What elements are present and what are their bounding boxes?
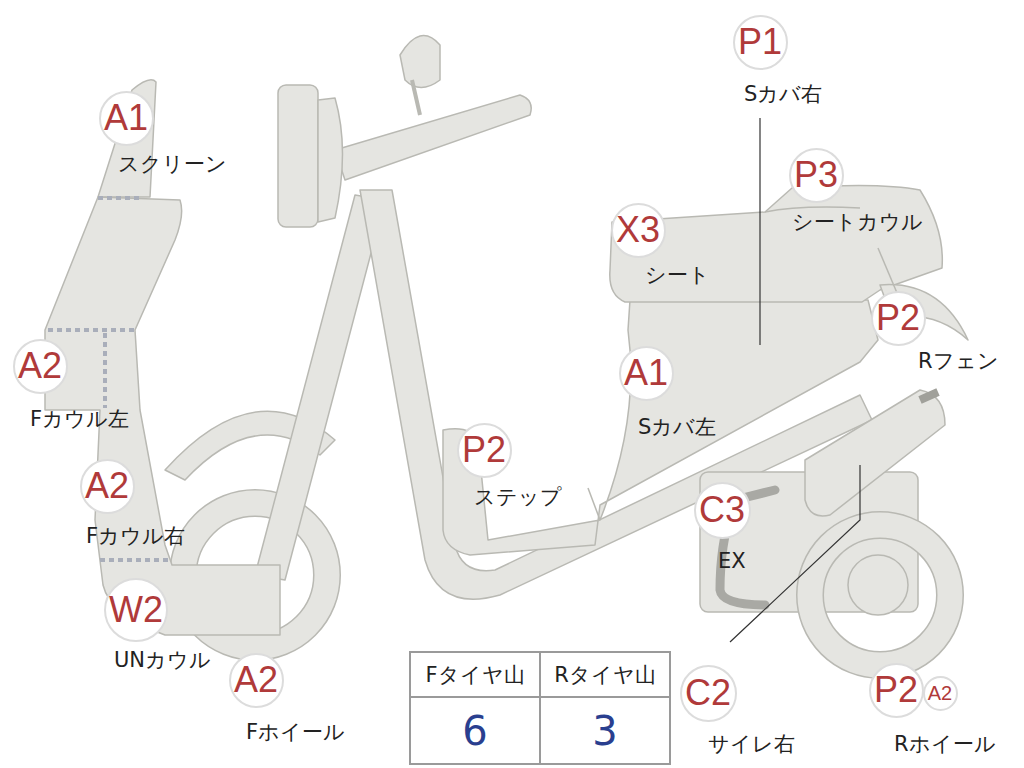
table-cell: Rタイヤ山 [554,664,656,687]
part-name: UNカウル [114,649,211,672]
leader-line [730,465,860,642]
callout-code: A2 [85,468,129,504]
part-name: EX [718,550,746,573]
part-name: Sカバ右 [744,83,822,106]
callout-circle: A1 [619,346,674,401]
part-separator [98,196,140,200]
mirror [400,36,440,88]
front-fork [255,195,385,580]
callout-code: X3 [616,212,660,248]
rear-wheel-outline [810,525,950,665]
callout-circle: A1 [99,91,154,146]
part-name: ステップ [474,486,562,509]
mirror-stem [412,80,420,115]
callout-code: P2 [874,672,918,708]
callout-circle: P1 [733,15,788,70]
silencer-tip [920,392,938,400]
part-name: Rフェン [918,350,999,373]
callout-circle: C3 [694,482,751,539]
part-name: Fホイール [246,721,345,744]
table-cell: 3 [592,709,617,753]
callout-circle: X3 [611,203,666,258]
step-seam [588,488,600,520]
table-cell: 6 [462,709,487,753]
callout-code: C3 [699,492,745,528]
callout-code: P2 [462,432,506,468]
callout-code: P2 [876,300,920,336]
part-name: Sカバ左 [638,416,716,439]
rear-wheel [810,525,950,665]
callout-circle: P2 [457,423,512,478]
callout-code: A2 [928,683,952,703]
handlebar [335,95,531,180]
silencer [805,390,945,516]
callout-circle: A2 [13,339,68,394]
callout-circle: C2 [680,665,737,722]
part-name: Fカウル左 [30,408,129,431]
headlight-front [278,85,318,227]
callout-circle: A2 [229,653,284,708]
callout-circle: A2 [923,676,958,711]
part-separator [103,333,107,408]
callout-circle: A2 [80,459,135,514]
part-name: シート [645,264,710,287]
callout-code: A1 [104,100,148,136]
headlight-body [318,98,343,222]
part-name: スクリーン [118,153,227,176]
part-name: Fカウル右 [86,525,185,548]
callout-code: P3 [794,157,838,193]
callout-circle: P3 [789,148,844,203]
leader-line [759,118,760,345]
part-name: Rホイール [894,733,996,756]
callout-code: W2 [109,592,163,628]
screen [98,80,156,197]
callout-code: C2 [685,675,731,711]
rear-hub [848,555,908,615]
table-rule [539,652,541,764]
table-cell: Fタイヤ山 [425,664,524,687]
part-name: サイレ右 [708,733,795,756]
part-separator [100,558,170,562]
callout-code: A2 [18,348,62,384]
callout-circle: P2 [869,663,924,718]
part-separator [48,328,138,332]
callout-code: P1 [738,24,782,60]
callout-code: A1 [624,355,668,391]
callout-circle: P2 [871,291,926,346]
table-frame [410,652,670,764]
part-name: シートカウル [792,211,923,234]
callout-circle: W2 [104,578,168,642]
callout-code: A2 [234,662,278,698]
